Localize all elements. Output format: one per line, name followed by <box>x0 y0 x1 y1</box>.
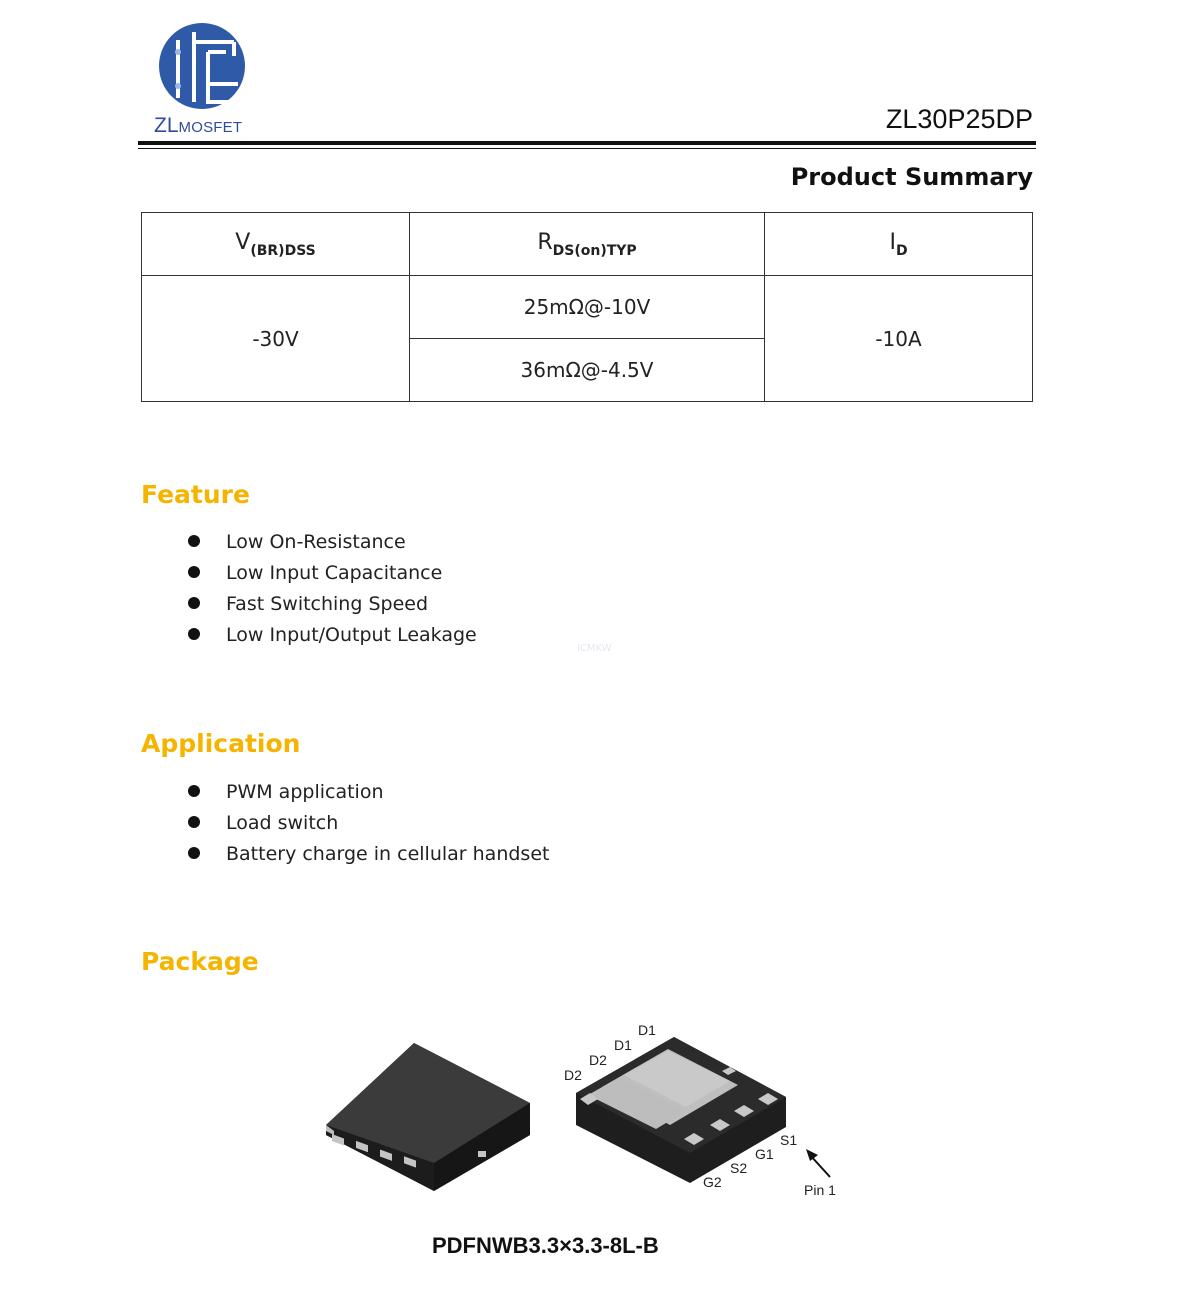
feature-item-text: Low Input/Output Leakage <box>226 624 477 646</box>
pin-label: D2 <box>564 1067 582 1083</box>
header-rdson: RDS(on)TYP <box>409 212 765 276</box>
pin1-arrow-icon <box>806 1149 831 1178</box>
pin-label: S1 <box>780 1132 797 1148</box>
logo-text-mosfet: MOSFET <box>178 119 243 136</box>
pin-label: G1 <box>755 1146 774 1162</box>
application-item-text: PWM application <box>226 781 384 803</box>
package-title: Package <box>141 947 259 976</box>
feature-title: Feature <box>141 480 250 509</box>
watermark: ICMKW <box>577 643 612 654</box>
pin-label: G2 <box>703 1174 722 1190</box>
list-item: Load switch <box>188 811 549 842</box>
cell-id: -10A <box>764 275 1033 402</box>
table-row: 36mΩ@-4.5V <box>142 338 1033 402</box>
header-rule-thick <box>138 141 1036 145</box>
pin-label: S2 <box>730 1160 747 1176</box>
feature-item-text: Low On-Resistance <box>226 531 406 553</box>
list-item: Low On-Resistance <box>188 530 477 561</box>
zlmosfet-logo <box>159 23 245 109</box>
application-list: PWM application Load switch Battery char… <box>188 780 549 873</box>
cell-vbrdss: -30V <box>141 275 410 402</box>
cell-rdson-4v5: 36mΩ@-4.5V <box>409 338 765 402</box>
feature-item-text: Fast Switching Speed <box>226 593 429 615</box>
pin-label: D2 <box>589 1052 607 1068</box>
pin-label: D1 <box>614 1037 632 1053</box>
application-item-text: Battery charge in cellular handset <box>226 843 550 865</box>
bullet-icon <box>188 847 200 859</box>
list-item: Battery charge in cellular handset <box>188 842 549 873</box>
cell-rdson-10v: 25mΩ@-10V <box>409 275 765 339</box>
bullet-icon <box>188 785 200 797</box>
product-summary-title: Product Summary <box>790 163 1033 191</box>
pin1-label: Pin 1 <box>804 1182 836 1198</box>
application-title: Application <box>141 729 301 758</box>
header-rdson-sub: DS(on)TYP <box>552 242 637 259</box>
bullet-icon <box>188 816 200 828</box>
logo-wordmark: ZLMOSFET <box>154 114 242 138</box>
bullet-icon <box>188 597 200 609</box>
list-item: PWM application <box>188 780 549 811</box>
header-rdson-main: R <box>537 229 553 255</box>
list-item: Fast Switching Speed <box>188 592 477 623</box>
feature-list: Low On-Resistance Low Input Capacitance … <box>188 530 477 654</box>
bullet-icon <box>188 535 200 547</box>
package-top-view <box>326 1043 530 1191</box>
bullet-icon <box>188 566 200 578</box>
package-illustration: D1 D1 D2 D2 S1 G1 S2 G2 Pin 1 <box>326 1022 836 1198</box>
package-name: PDFNWB3.3×3.3-8L-B <box>432 1233 659 1258</box>
package-bottom-view <box>576 1037 786 1183</box>
header-id-main: I <box>889 229 896 255</box>
pin-label: D1 <box>638 1022 656 1038</box>
feature-item-text: Low Input Capacitance <box>226 562 443 584</box>
header-id: ID <box>764 212 1033 276</box>
list-item: Low Input Capacitance <box>188 561 477 592</box>
part-number: ZL30P25DP <box>885 104 1033 134</box>
application-item-text: Load switch <box>226 812 339 834</box>
header-vbrdss-sub: (BR)DSS <box>250 242 316 259</box>
header-id-sub: D <box>895 242 908 259</box>
table-row: -30V 25mΩ@-10V -10A <box>141 275 1033 402</box>
header-rule-thin <box>138 148 1036 149</box>
list-item: Low Input/Output Leakage <box>188 623 477 654</box>
logo-text-zl: ZL <box>154 114 179 137</box>
product-summary-table: V(BR)DSS RDS(on)TYP ID -30V 25mΩ@-10V -1… <box>141 212 1033 402</box>
header-vbrdss: V(BR)DSS <box>141 212 410 276</box>
header-vbrdss-main: V <box>235 229 251 255</box>
table-header-row: V(BR)DSS RDS(on)TYP ID <box>141 212 1033 276</box>
bullet-icon <box>188 628 200 640</box>
